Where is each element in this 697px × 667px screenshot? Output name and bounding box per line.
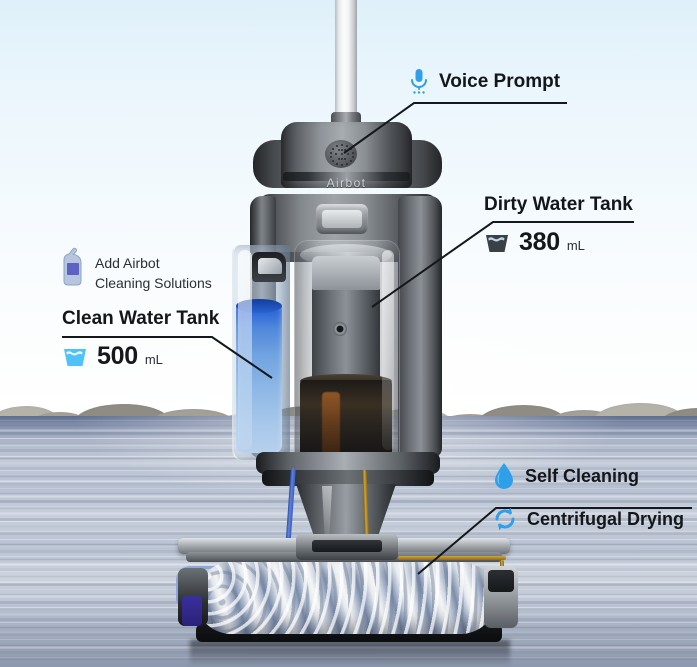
- recycle-cycle-icon: [495, 507, 515, 531]
- callout-dirty-water-tank-title: Dirty Water Tank: [484, 194, 633, 215]
- callout-voice-prompt-title: Voice Prompt: [439, 71, 561, 92]
- clean-water-capacity: 500 mL: [97, 342, 163, 371]
- detergent-bottle-icon: [63, 247, 82, 286]
- dirty-tank-highlight: [382, 250, 394, 450]
- callout-centrifugal-drying-title: Centrifugal Drying: [527, 508, 685, 529]
- separator-cap: [312, 256, 380, 290]
- dirty-water-cup-icon: [486, 234, 508, 252]
- tank-latch-inner: [322, 210, 362, 228]
- sensor-port: [333, 322, 347, 336]
- nozzle-neck-highlight: [322, 486, 332, 540]
- dirty-water-unit: mL: [566, 238, 585, 253]
- callout-self-cleaning: Self Cleaning: [492, 462, 639, 490]
- callout-self-cleaning-title: Self Cleaning: [525, 465, 640, 486]
- body-base-ring: [256, 452, 440, 474]
- callout-clean-water-tank-title: Clean Water Tank: [62, 308, 220, 329]
- callout-clean-water-tank: Clean Water Tank 500 mL: [62, 308, 219, 371]
- handle-pole: [335, 0, 357, 120]
- water-droplet-icon: [495, 463, 513, 489]
- callout-voice-prompt: Voice Prompt: [408, 68, 560, 96]
- clean-water-cup-icon: [64, 348, 86, 366]
- dirty-water-fill: [300, 380, 392, 460]
- clean-water-value: 500: [97, 342, 138, 370]
- dirty-water-residue: [322, 392, 340, 458]
- tank-handle-inner: [258, 258, 282, 274]
- gold-tube-top: [398, 556, 506, 560]
- callout-dirty-water-tank: Dirty Water Tank 380 mL: [484, 194, 633, 257]
- floor-head-plate-inner: [312, 540, 382, 552]
- roller-end-cap-right-inner: [488, 570, 514, 592]
- clean-tank-highlight: [238, 250, 252, 450]
- note-line-2: Cleaning Solutions: [95, 275, 212, 291]
- speaker-grille: [325, 140, 357, 168]
- roller-release-clip: [182, 596, 202, 626]
- blue-tube-arc: [176, 566, 215, 603]
- dirty-water-capacity: 380 mL: [519, 228, 585, 257]
- brand-logo: Airbot: [326, 176, 367, 190]
- callout-centrifugal-drying: Centrifugal Drying: [492, 506, 684, 532]
- roller-brush-texture: [196, 562, 496, 634]
- water-reflection: [190, 640, 510, 667]
- body-base-ring-lower: [262, 470, 434, 486]
- microphone-icon: [411, 69, 427, 94]
- dirty-water-value: 380: [519, 228, 560, 256]
- note-line-1: Add Airbot: [95, 255, 160, 271]
- clean-water-unit: mL: [144, 352, 163, 367]
- housing-band: [283, 172, 410, 181]
- callout-clean-water-note: Add Airbot Cleaning Solutions: [60, 246, 212, 291]
- body-right-panel: [398, 196, 442, 458]
